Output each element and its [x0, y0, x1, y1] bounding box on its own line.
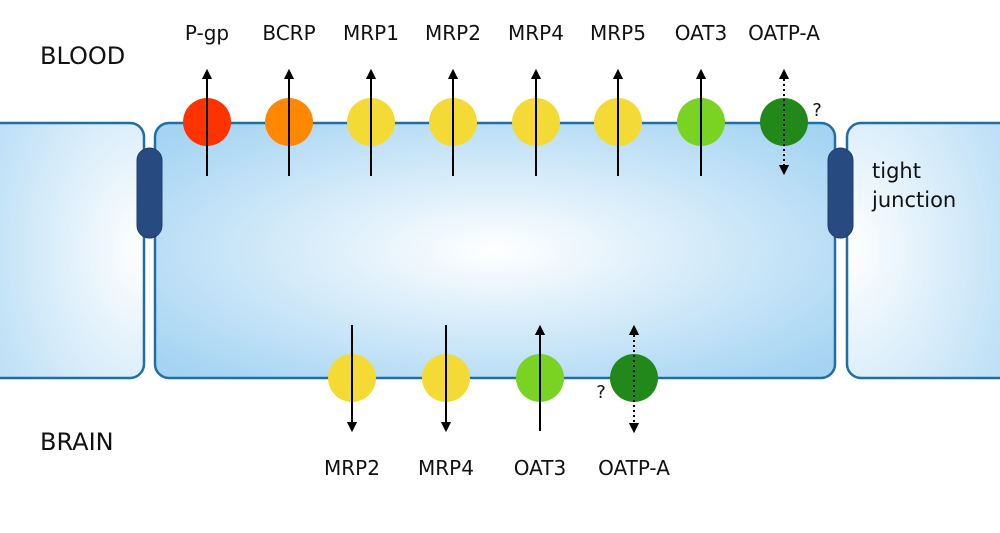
left-neighbor-cell — [0, 121, 146, 380]
brain-oatp-a-uncertain-mark: ? — [596, 382, 606, 403]
blood-oatp-a-uncertain-mark: ? — [812, 100, 822, 121]
tight-junction-label-line2: junction — [871, 188, 956, 212]
blood-label: BLOOD — [40, 42, 125, 70]
blood-mrp4-label: MRP4 — [508, 21, 564, 45]
blood-oatp-a-label: OATP-A — [748, 21, 820, 45]
brain-mrp2-label: MRP2 — [324, 456, 380, 480]
blood-bcrp-label: BCRP — [262, 21, 315, 45]
brain-oat3-label: OAT3 — [514, 456, 566, 480]
right-neighbor-cell — [845, 121, 1000, 380]
endothelial-cell — [153, 121, 837, 380]
brain-label: BRAIN — [40, 428, 114, 456]
blood-side-transporters: P-gp BCRP MRP1 MRP2 MRP4 MRP5 OAT3 OATP-A? — [183, 21, 822, 176]
brain-mrp4-label: MRP4 — [418, 456, 474, 480]
brain-oatp-a-label: OATP-A — [598, 456, 670, 480]
blood-mrp2-label: MRP2 — [425, 21, 481, 45]
tight-junction-label-line1: tight — [872, 159, 921, 183]
tight-junction-left — [136, 147, 163, 239]
blood-mrp1-label: MRP1 — [343, 21, 399, 45]
tight-junction-right — [827, 147, 854, 239]
blood-oat3-label: OAT3 — [675, 21, 727, 45]
brain-side-transporters: MRP2 MRP4 OAT3 OATP-A? — [324, 324, 670, 480]
blood-mrp5-label: MRP5 — [590, 21, 646, 45]
blood-p-gp-label: P-gp — [185, 21, 229, 45]
